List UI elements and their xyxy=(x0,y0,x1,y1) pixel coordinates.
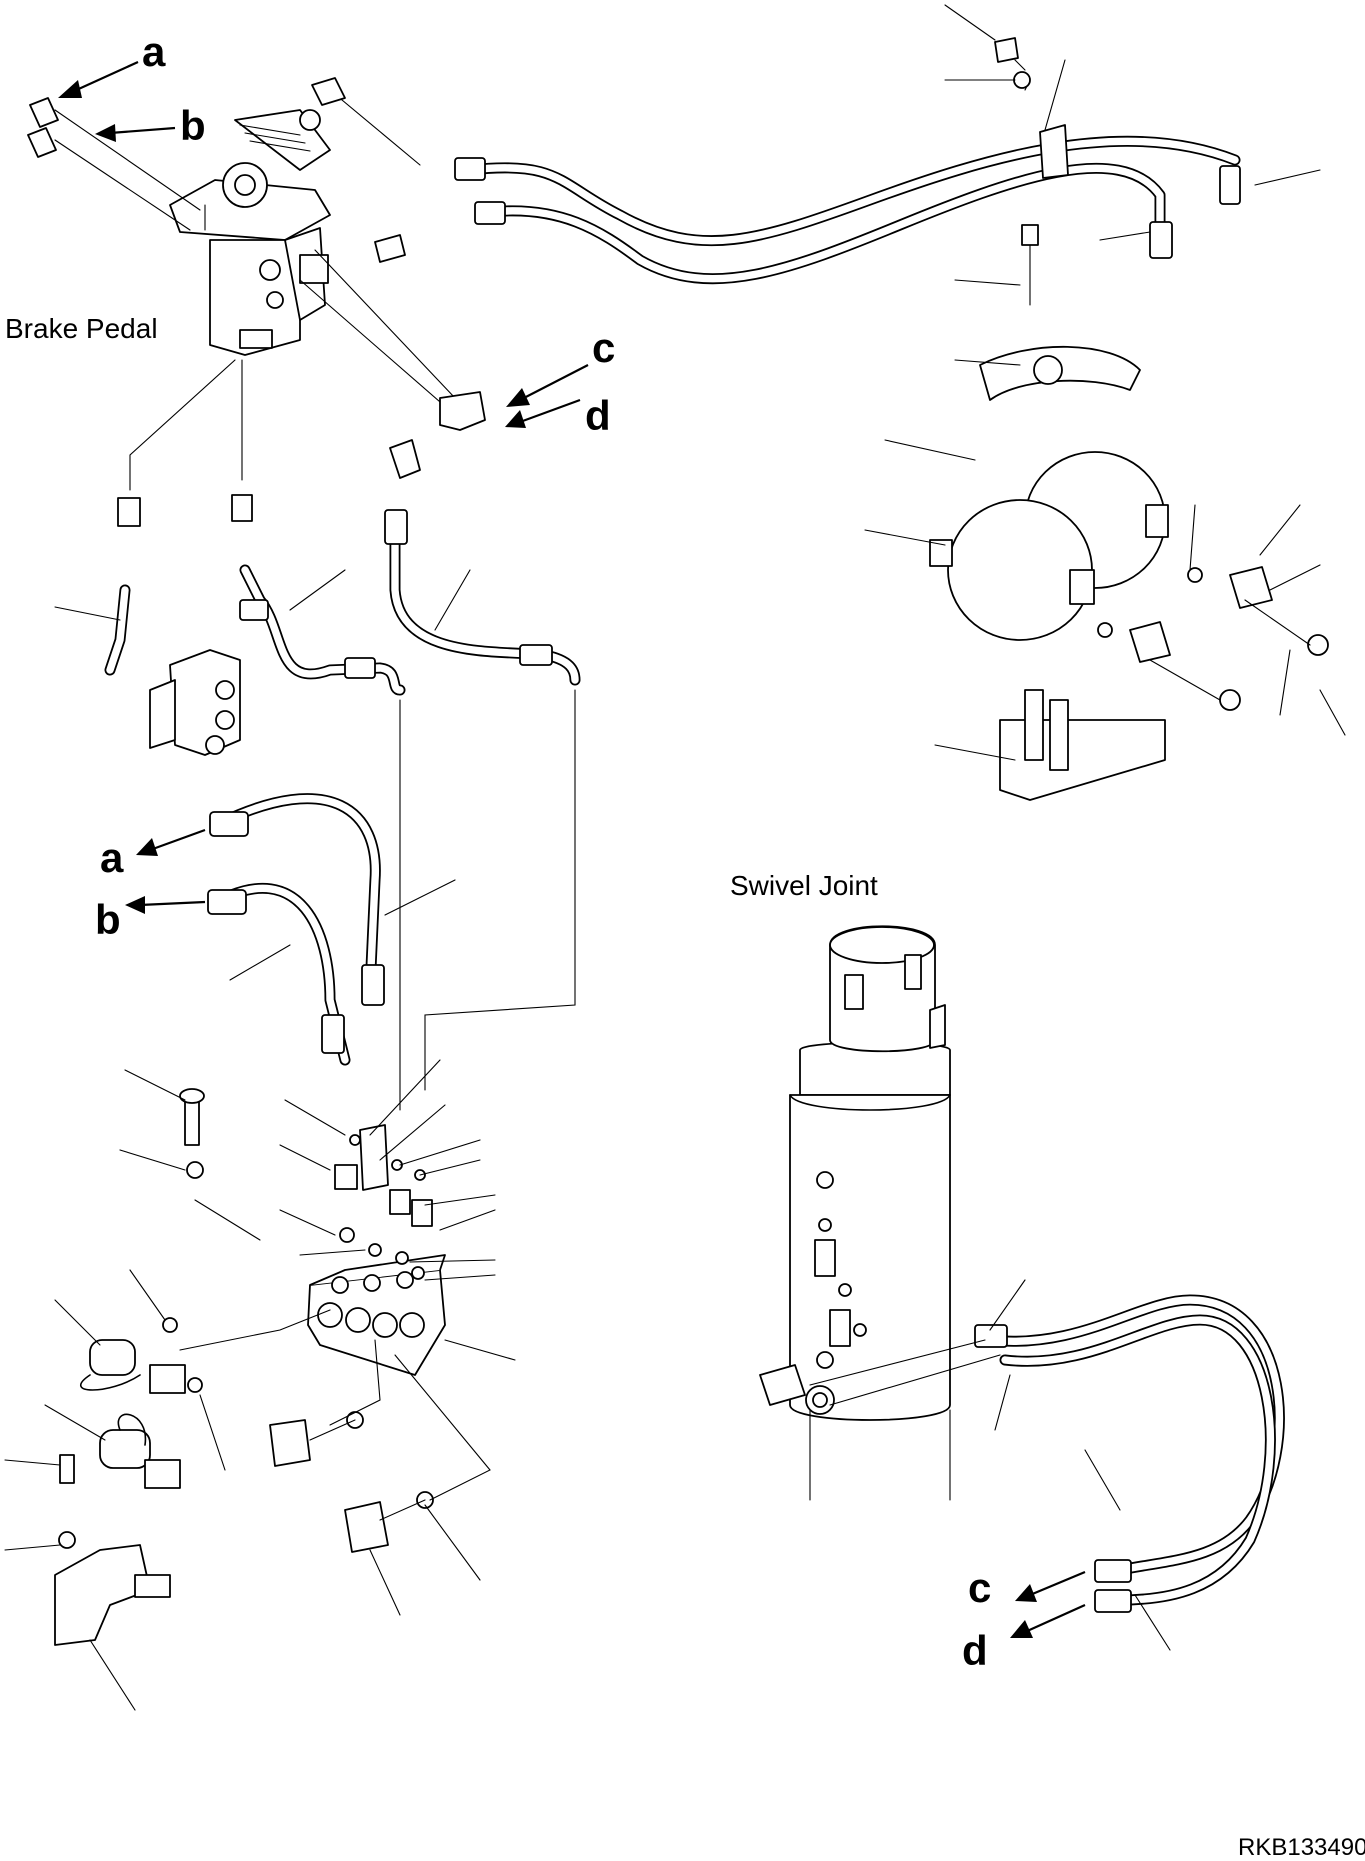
brake-pedal-label: Brake Pedal xyxy=(5,313,158,344)
manifold-block xyxy=(179,1088,516,1376)
swivel-joint-label: Swivel Joint xyxy=(730,870,878,901)
accumulators xyxy=(929,37,1329,801)
upper-hoses xyxy=(454,124,1241,285)
manifold-leader-lines xyxy=(119,1059,496,1281)
marker-b-hose: b xyxy=(95,896,121,943)
swivel-joint xyxy=(759,925,951,1501)
marker-b-upper: b xyxy=(180,102,206,149)
connection-arrows xyxy=(58,60,1086,1638)
ab-hoses xyxy=(207,793,456,1066)
brake-pedal-valve xyxy=(169,109,331,356)
middle-hoses xyxy=(239,509,581,1111)
marker-a-upper: a xyxy=(142,28,166,75)
drawing-code: RKB133490 xyxy=(1238,1834,1365,1861)
pressure-switches xyxy=(4,1269,491,1711)
pedal-leader-lines xyxy=(54,89,456,491)
marker-d-swivel: d xyxy=(962,1627,988,1674)
marker-c-swivel: c xyxy=(968,1564,991,1611)
swivel-hoses xyxy=(809,1279,1285,1651)
marker-d-upper: d xyxy=(585,392,611,439)
marker-c-upper: c xyxy=(592,324,615,371)
accumulator-leader-lines xyxy=(864,4,1346,761)
pedal-fittings xyxy=(27,77,486,527)
marker-a-hose: a xyxy=(100,834,124,881)
left-valve-block xyxy=(54,584,241,756)
